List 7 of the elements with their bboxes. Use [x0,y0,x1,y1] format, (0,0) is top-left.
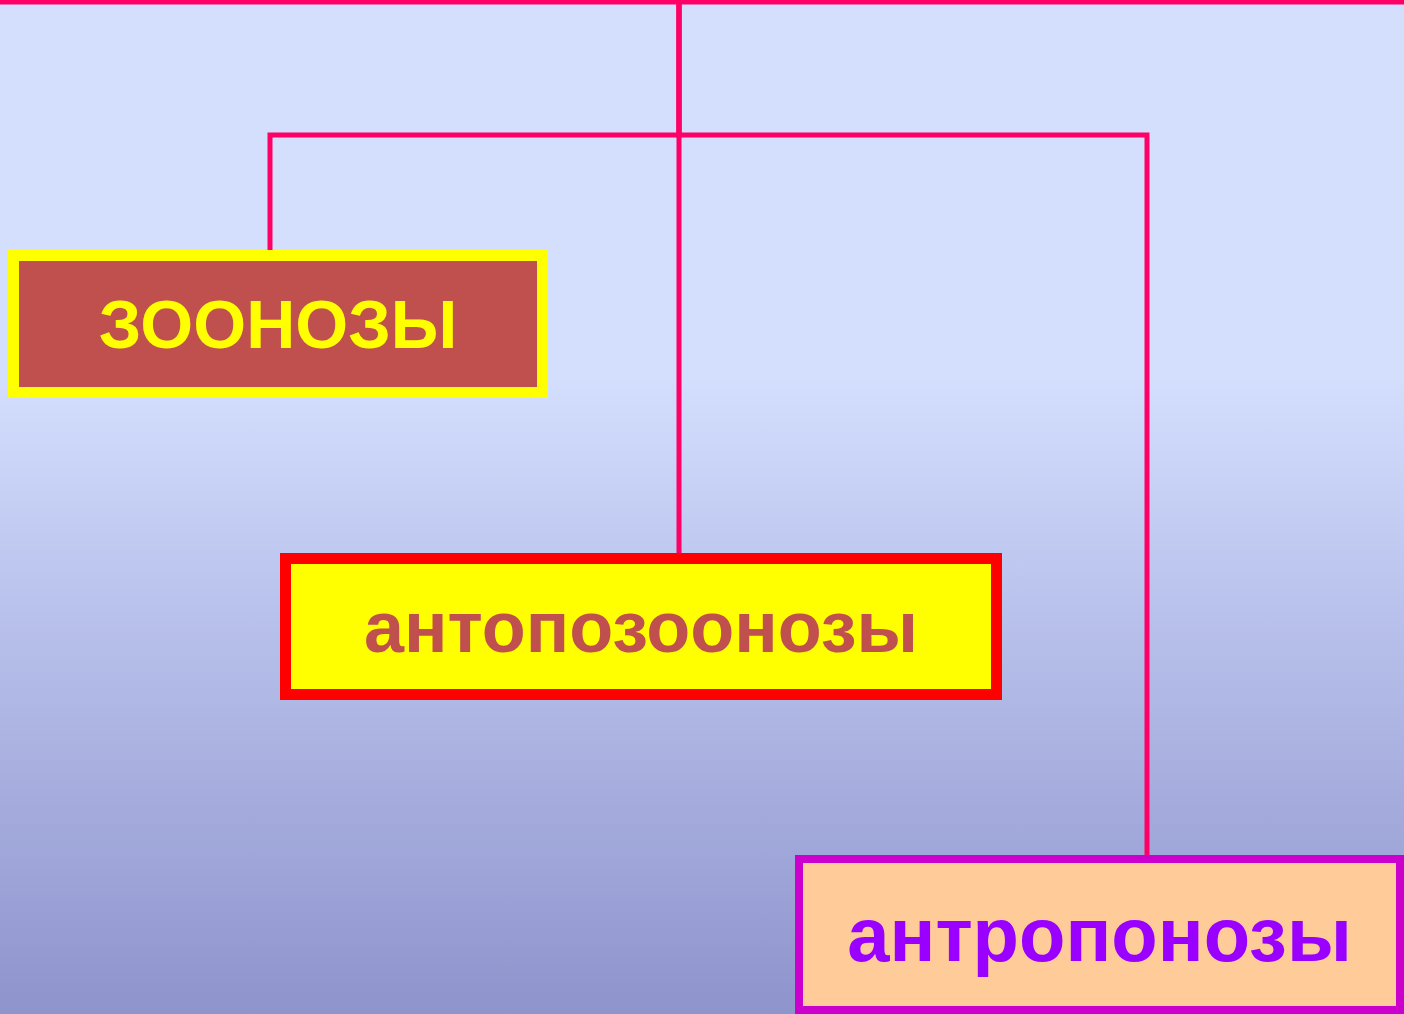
box-label: антропонозы [847,891,1352,978]
connector-line [676,4,1150,855]
box-label: антопозоонозы [363,585,919,668]
category-box [795,855,1404,1014]
category-box [280,553,1002,700]
box-label: ЗООНОЗЫ [98,285,458,363]
category-box [8,250,548,398]
